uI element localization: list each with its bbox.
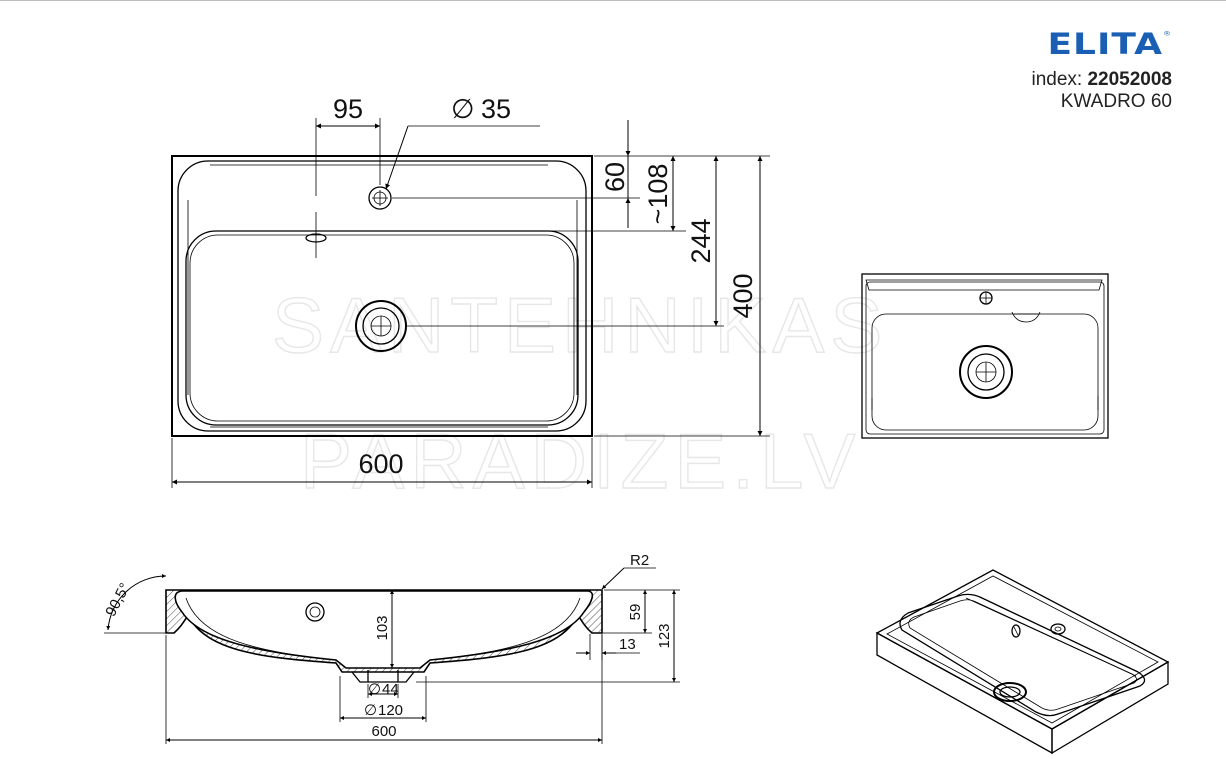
section-overflow-hole xyxy=(305,602,325,622)
dim-tap-from-back: 60 xyxy=(600,120,631,228)
iso-drain xyxy=(993,682,1027,702)
dim-wall-offset: 13 xyxy=(576,634,640,660)
top-border-line xyxy=(0,0,1226,1)
watermark-line1: SANTEHNIKAS xyxy=(272,281,888,369)
isometric-view xyxy=(875,569,1170,755)
dim-123-label: 123 xyxy=(656,623,673,648)
dim-400-label: 400 xyxy=(728,273,758,318)
dim-35-label: 35 xyxy=(481,94,511,124)
index-label: index: xyxy=(1031,69,1083,90)
dim-108-label: ~108 xyxy=(643,164,673,225)
dim-rim-height: 59 xyxy=(627,590,647,633)
product-index: index: 22052008 xyxy=(1031,69,1172,91)
dim-radius: R2 xyxy=(601,552,656,590)
dim-drain-from-back: 244 xyxy=(686,156,719,326)
dim-depth: 400 xyxy=(728,156,763,436)
top-view-rim xyxy=(177,160,587,432)
dim-tap-hole: ∅ 35 xyxy=(385,94,540,190)
dim-overflow-from-back: ~108 xyxy=(643,156,676,231)
dim-44-diameter-symbol: ∅ xyxy=(368,681,381,698)
small-view-overflow xyxy=(1011,311,1041,323)
index-value: 22052008 xyxy=(1087,69,1172,90)
small-view-basin xyxy=(871,313,1099,431)
dim-95-label: 95 xyxy=(333,94,363,124)
top-view-rim-inner xyxy=(187,164,578,428)
dim-244-label: 244 xyxy=(686,218,716,263)
tap-hole xyxy=(368,186,392,210)
dim-drain-outer: ∅ 120 xyxy=(339,676,427,722)
dim-44-label: 44 xyxy=(382,681,399,698)
elita-logo: ELITA® xyxy=(1047,28,1172,62)
dim-angle: 90,5° xyxy=(102,573,167,634)
dim-section-width: 600 xyxy=(165,635,603,744)
top-view-outline xyxy=(171,155,593,437)
dim-section-600-label: 600 xyxy=(371,723,396,740)
logo-text: ELITA xyxy=(1047,28,1163,62)
dim-13-label: 13 xyxy=(619,636,636,653)
dim-total-height: 123 xyxy=(656,590,676,682)
small-view-drain xyxy=(959,345,1013,399)
section-inner-basin xyxy=(174,590,594,669)
iso-overflow xyxy=(1011,624,1021,638)
dim-103-label: 103 xyxy=(374,615,391,640)
section-drain-outlet xyxy=(351,670,415,683)
drain xyxy=(355,300,407,352)
dim-600-label: 600 xyxy=(358,449,403,479)
dim-120-diameter-symbol: ∅ xyxy=(364,702,377,719)
dim-inner-depth: 103 xyxy=(374,590,394,668)
top-view-basin-inner xyxy=(189,234,575,422)
dim-tap-offset: 95 xyxy=(315,94,381,258)
section-inner-curve xyxy=(185,597,581,661)
dim-60-label: 60 xyxy=(600,162,630,192)
dim-59-label: 59 xyxy=(627,604,644,621)
small-view-outline xyxy=(861,273,1109,439)
dim-drain-inner: ∅ 44 xyxy=(367,681,399,698)
top-view: 95 ∅ 35 60 ~108 244 xyxy=(171,94,770,488)
model-name: KWADRO 60 xyxy=(1060,91,1172,112)
section-view: 90,5° R2 103 59 123 xyxy=(102,552,680,744)
dim-r2-label: R2 xyxy=(630,552,649,569)
iso-rim-inner xyxy=(886,575,1159,724)
small-view-back-rim xyxy=(865,279,1103,291)
dim-angle-label: 90,5° xyxy=(102,580,134,619)
registered-mark: ® xyxy=(1163,29,1172,38)
dim-120-label: 120 xyxy=(378,702,403,719)
dim-35-diameter-symbol: ∅ xyxy=(451,94,475,124)
small-top-view xyxy=(861,273,1109,439)
iso-top-face xyxy=(875,569,1170,730)
small-view-rim xyxy=(865,281,1105,435)
iso-basin xyxy=(899,593,1146,717)
small-view-tap-hole xyxy=(979,291,993,305)
brand-block: ELITA® index: 22052008 KWADRO 60 xyxy=(1031,28,1172,113)
iso-side-face xyxy=(1051,660,1169,755)
dim-width: 600 xyxy=(171,438,593,488)
iso-tap-hole xyxy=(1050,623,1066,635)
